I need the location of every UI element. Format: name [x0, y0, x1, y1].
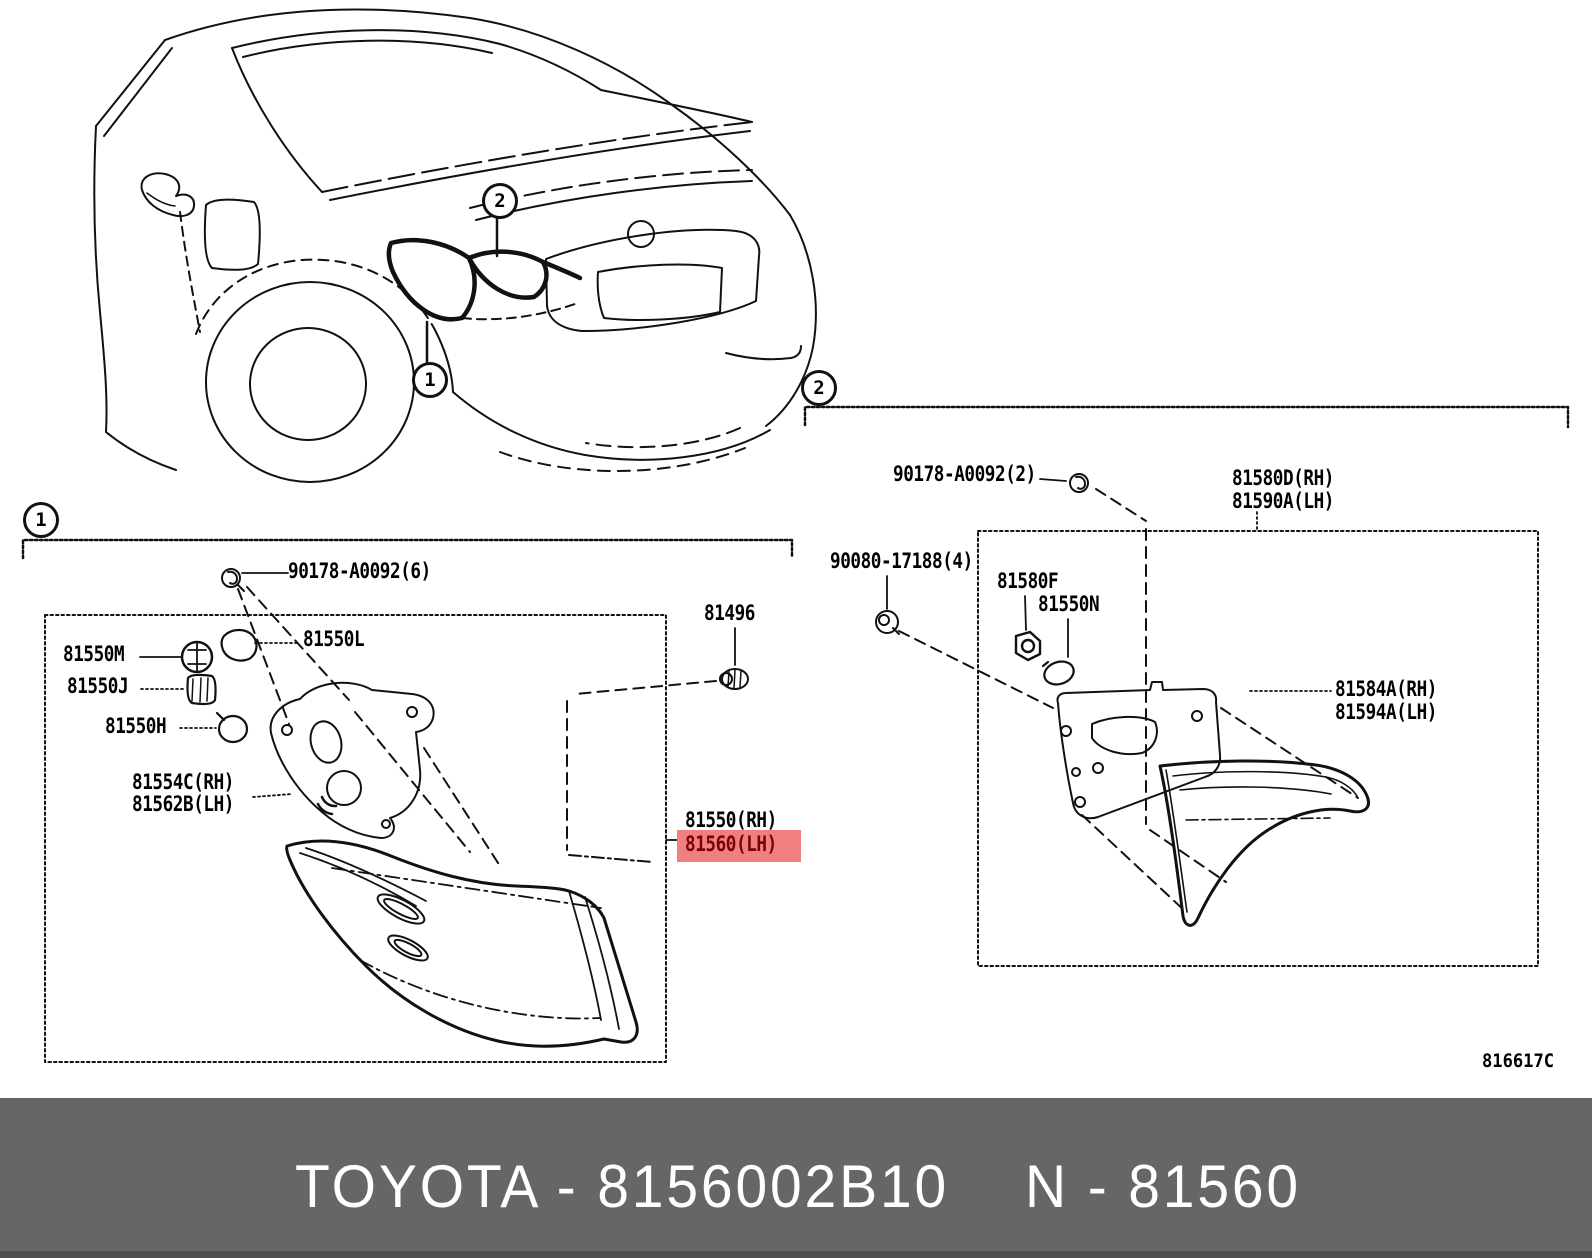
part-label-90178-a0092-2[interactable]: 90178-A0092(2) — [893, 462, 1036, 486]
part-label-81550h[interactable]: 81550H — [105, 714, 167, 738]
label-leaders — [139, 478, 1332, 841]
part-label-81496[interactable]: 81496 — [704, 601, 756, 625]
clip-fastener-icon — [221, 568, 245, 592]
section-marker-outer-number: 1 — [35, 509, 47, 531]
part-label-81550m[interactable]: 81550M — [63, 642, 125, 666]
nut-icon — [875, 610, 900, 635]
part-label-81584a-rh[interactable]: 81584A(RH) — [1335, 677, 1438, 701]
outer-lamp-lens-drawing — [285, 839, 639, 1048]
part-label-81554c-rh[interactable]: 81554C(RH) — [132, 770, 235, 794]
part-label-81580f[interactable]: 81580F — [997, 569, 1059, 593]
part-label-81550j[interactable]: 81550J — [67, 674, 129, 698]
highlight-selected-part — [677, 830, 801, 862]
bulb-socket-icon — [180, 640, 214, 674]
inner-lamp-gasket-drawing — [1056, 681, 1222, 820]
socket-plug-icon — [186, 673, 217, 706]
callout-inner-lamp-number: 2 — [494, 190, 506, 212]
outer-lamp-gasket-drawing — [269, 681, 435, 839]
part-label-81550l[interactable]: 81550L — [303, 627, 365, 651]
section-brackets — [21, 405, 1570, 560]
diagram-reference-code: 816617C — [1482, 1050, 1555, 1072]
bulb-socket-icon — [1014, 630, 1042, 662]
section-marker-inner-number: 2 — [813, 377, 825, 399]
outer-lamp-detail-box — [44, 614, 667, 1063]
part-label-81590a-lh[interactable]: 81590A(LH) — [1232, 489, 1335, 513]
part-label-81562b-lh[interactable]: 81562B(LH) — [132, 792, 235, 816]
car-drawing — [93, 8, 817, 483]
callout-outer-lamp: 1 — [412, 362, 448, 398]
clip-fastener-icon — [1069, 473, 1089, 493]
part-label-81550n[interactable]: 81550N — [1038, 592, 1100, 616]
inner-lamp-lens-drawing — [1158, 759, 1370, 927]
section-marker-inner: 2 — [801, 370, 837, 406]
footer-brand-part-number: TOYOTA - 8156002B10 — [295, 1153, 950, 1220]
assembly-dashed-lines — [237, 488, 1359, 913]
section-marker-outer: 1 — [23, 502, 59, 538]
part-label-81560-lh-selected[interactable]: 81560(LH) — [685, 832, 777, 856]
car-callout-leaders — [425, 211, 499, 364]
callout-outer-lamp-number: 1 — [424, 369, 436, 391]
part-label-81580d-rh[interactable]: 81580D(RH) — [1232, 466, 1335, 490]
inner-lamp-detail-box — [977, 530, 1539, 967]
bulb-icon — [1041, 660, 1075, 686]
bulb-icon — [215, 711, 249, 744]
footer-catalog-number: N - 81560 — [1025, 1153, 1301, 1220]
part-label-81594a-lh[interactable]: 81594A(LH) — [1335, 700, 1438, 724]
part-label-90080-17188-4[interactable]: 90080-17188(4) — [830, 549, 973, 573]
part-label-81550-rh[interactable]: 81550(RH) — [685, 808, 777, 832]
part-label-90178-a0092-6[interactable]: 90178-A0092(6) — [288, 559, 431, 583]
footer-banner: TOYOTA - 8156002B10 N - 81560 — [0, 1098, 1592, 1258]
callout-inner-lamp: 2 — [482, 183, 518, 219]
bulb-icon — [220, 628, 258, 662]
screw-icon — [719, 668, 749, 690]
footer-bottom-edge — [0, 1251, 1592, 1258]
